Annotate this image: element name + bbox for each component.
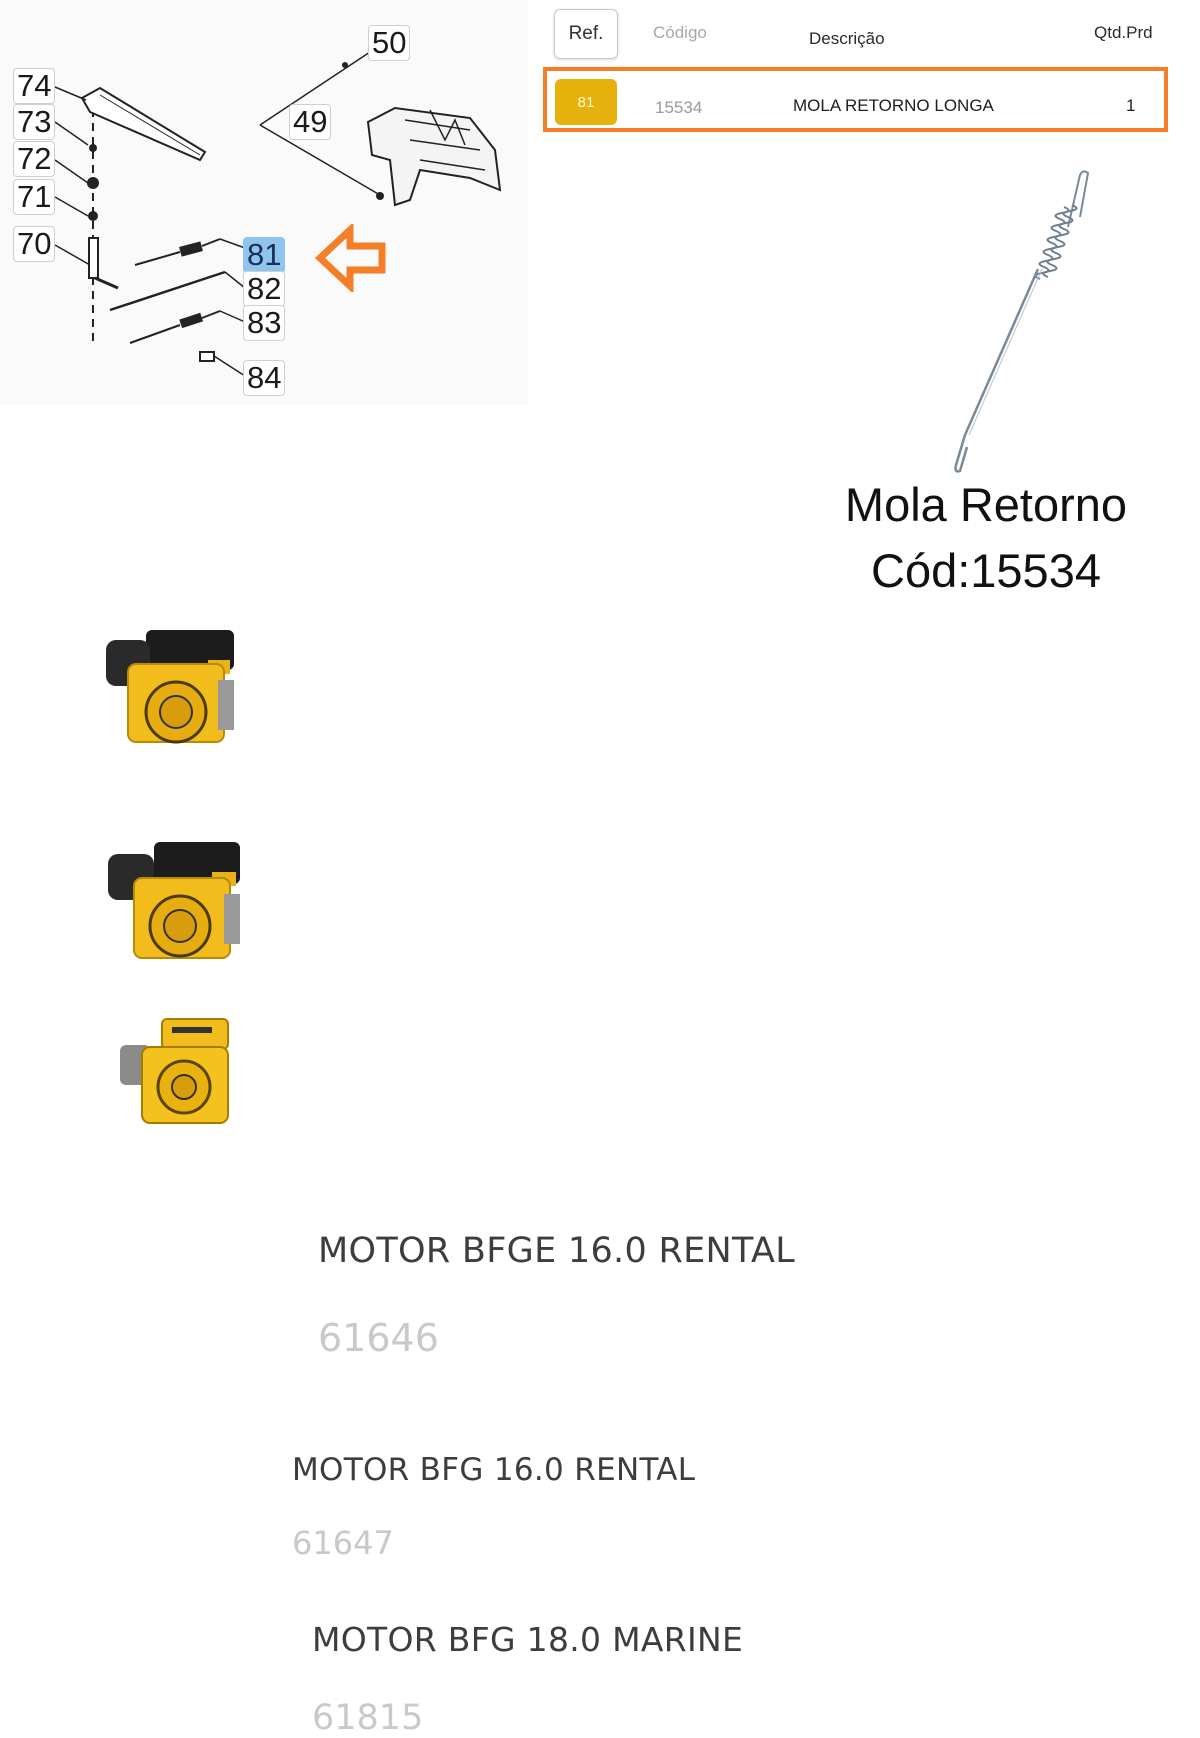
callout-50[interactable]: 50	[368, 25, 411, 61]
motor-code: 61815	[312, 1698, 424, 1738]
callout-71[interactable]: 71	[13, 179, 56, 215]
codigo-column-header: Código	[653, 23, 707, 42]
ref-badge[interactable]: 81	[555, 79, 617, 125]
motor-name[interactable]: MOTOR BFG 18.0 MARINE	[312, 1620, 744, 1659]
descricao-column-header: Descrição	[809, 29, 885, 48]
compatible-motors-list: MOTOR BFGE 16.0 RENTAL 61646 MOTOR BFG 1…	[0, 600, 1200, 1738]
callout-84[interactable]: 84	[243, 360, 286, 396]
callout-82[interactable]: 82	[243, 271, 286, 307]
motor-name[interactable]: MOTOR BFGE 16.0 RENTAL	[318, 1231, 795, 1271]
diagram-drawing	[54, 51, 502, 377]
spring-caption-name: Mola Retorno	[844, 478, 1128, 531]
row-qtd: 1	[1126, 96, 1136, 115]
motor-code: 61646	[318, 1316, 439, 1360]
table-row-selected[interactable]: 81 15534 MOLA RETORNO LONGA 1	[543, 67, 1168, 132]
engine-icon[interactable]	[116, 1015, 236, 1127]
callout-72[interactable]: 72	[13, 141, 56, 177]
ref-column-header[interactable]: Ref.	[554, 9, 618, 59]
spring-caption-code: Cód:15534	[871, 544, 1101, 597]
engine-icon[interactable]	[98, 620, 240, 752]
spring-icon	[954, 170, 1090, 473]
callout-81-highlighted[interactable]: 81	[243, 237, 286, 273]
row-descricao: MOLA RETORNO LONGA	[793, 96, 994, 115]
motor-code: 61647	[292, 1524, 394, 1562]
left-arrow-icon	[314, 224, 386, 292]
callout-83[interactable]: 83	[243, 305, 286, 341]
motor-name[interactable]: MOTOR BFG 16.0 RENTAL	[292, 1452, 696, 1488]
callout-70[interactable]: 70	[13, 226, 56, 262]
callout-74[interactable]: 74	[13, 68, 56, 104]
row-codigo: 15534	[655, 98, 703, 117]
callout-73[interactable]: 73	[13, 104, 56, 140]
exploded-parts-diagram: 74 73 72 71 70 50 49 81 82 83 84	[0, 0, 528, 405]
qtd-column-header: Qtd.Prd	[1094, 23, 1153, 42]
callout-49[interactable]: 49	[289, 104, 332, 140]
engine-icon[interactable]	[102, 830, 244, 966]
